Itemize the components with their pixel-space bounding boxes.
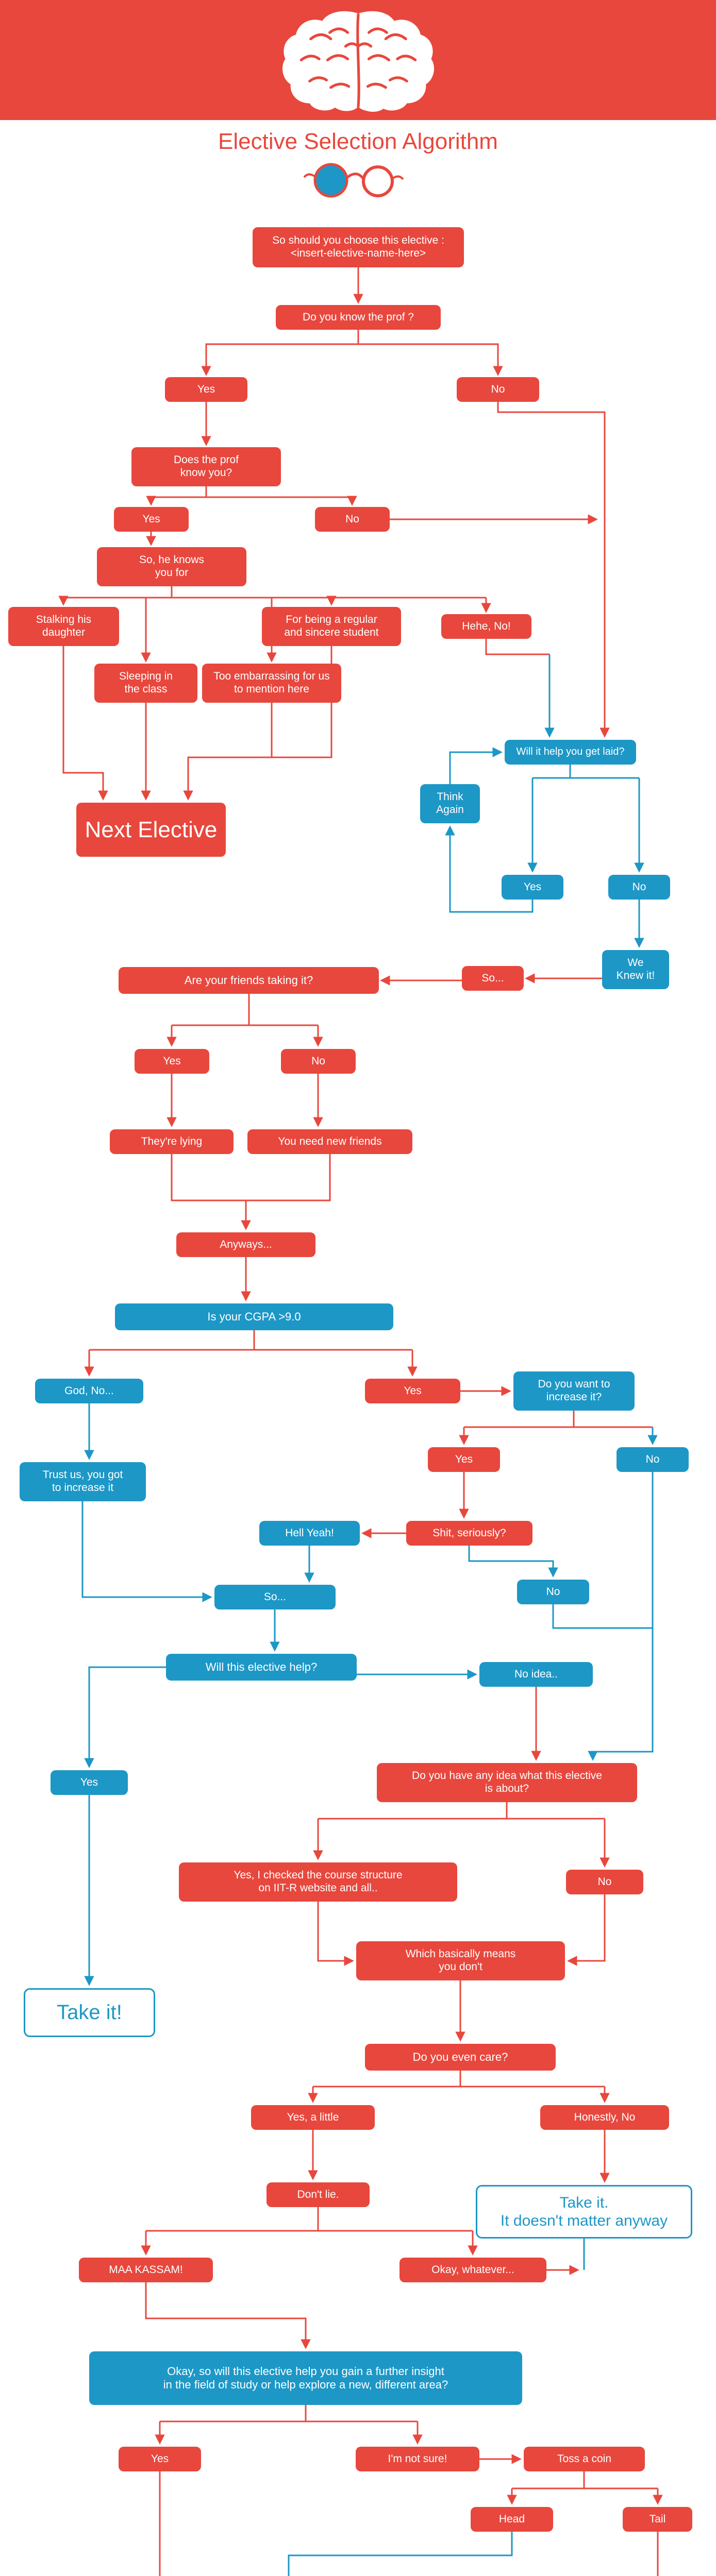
flow-node-will_help: Will this elective help? [166,1654,357,1681]
flow-node-laid_no: No [608,875,670,900]
flow-node-help_yes: Yes [51,1770,128,1795]
flow-node-new_friends: You need new friends [247,1129,412,1154]
flow-node-increase: Do you want to increase it? [513,1371,635,1411]
glasses-icon [303,163,404,198]
flow-node-inc_yes: Yes [428,1447,500,1472]
flow-node-care_no: Honestly, No [540,2105,669,2130]
flow-node-regular: For being a regular and sincere student [262,607,401,646]
flow-node-sleeping: Sleeping in the class [94,664,197,703]
flow-node-toss: Toss a coin [524,2447,645,2471]
flow-node-embarrassing: Too embarrassing for us to mention here [202,664,341,703]
flow-node-care_little: Yes, a little [251,2105,375,2130]
flow-node-take_it_1: Take it! [24,1988,155,2037]
flow-node-not_sure: I'm not sure! [356,2447,479,2471]
flow-node-anyways: Anyways... [176,1232,315,1257]
brain-icon [282,11,434,112]
flow-node-know_yes: Yes [165,377,247,402]
flow-node-know_no: No [457,377,539,402]
flow-node-hell_yeah: Hell Yeah! [259,1521,360,1546]
flow-node-whatever: Okay, whatever... [399,2258,546,2282]
flow-node-take_matter: Take it. It doesn't matter anyway [476,2185,692,2239]
flow-node-head: Head [471,2507,553,2532]
flow-node-intro: So should you choose this elective : <in… [253,227,464,267]
flow-node-prof_know_you: Does the prof know you? [131,447,281,486]
flow-node-friends: Are your friends taking it? [119,967,379,994]
flow-node-pk_yes: Yes [114,507,189,532]
flow-node-hehe_no: Hehe, No! [441,614,531,639]
flow-node-insight: Okay, so will this elective help you gai… [89,2351,522,2405]
flow-node-shit: Shit, seriously? [406,1521,532,1546]
flow-node-trust_us: Trust us, you got to increase it [20,1462,146,1501]
flow-node-insight_yes: Yes [119,2447,201,2471]
flow-node-think_again: Think Again [420,784,480,823]
flow-node-means: Which basically means you don't [356,1941,565,1980]
flow-node-no_idea: No idea.. [479,1662,593,1687]
flow-node-so_blue: So... [214,1585,336,1609]
flow-node-dont_lie: Don't lie. [267,2182,370,2207]
flow-node-lying: They're lying [110,1129,234,1154]
flow-node-shit_no: No [517,1580,589,1604]
flow-node-friends_no: No [281,1049,356,1074]
flow-node-pk_no: No [315,507,390,532]
flow-node-idea_no: No [566,1870,643,1894]
flow-node-care: Do you even care? [365,2044,556,2071]
flow-node-stalking: Stalking his daughter [8,607,119,646]
flow-node-maa_kassam: MAA KASSAM! [79,2258,213,2282]
header-band [0,0,716,120]
flow-node-get_laid: Will it help you get laid? [505,740,636,765]
flow-node-any_idea: Do you have any idea what this elective … [377,1763,637,1802]
flow-node-we_knew: We Knew it! [602,950,669,989]
flow-node-cgpa: Is your CGPA >9.0 [115,1303,393,1330]
flow-node-next_elective_1: Next Elective [76,803,226,857]
flow-node-cgpa_yes: Yes [365,1379,460,1403]
page-title: Elective Selection Algorithm [218,129,498,154]
flow-node-know_prof: Do you know the prof ? [276,305,441,330]
flow-node-friends_yes: Yes [135,1049,209,1074]
flow-node-god_no: God, No... [35,1379,143,1403]
flow-node-tail: Tail [623,2507,692,2532]
flow-node-inc_no: No [617,1447,689,1472]
flow-node-knows_for: So, he knows you for [97,547,246,586]
flow-node-checked: Yes, I checked the course structure on I… [179,1862,457,1902]
flow-node-so_red: So... [462,966,524,991]
flow-node-laid_yes: Yes [502,875,563,900]
